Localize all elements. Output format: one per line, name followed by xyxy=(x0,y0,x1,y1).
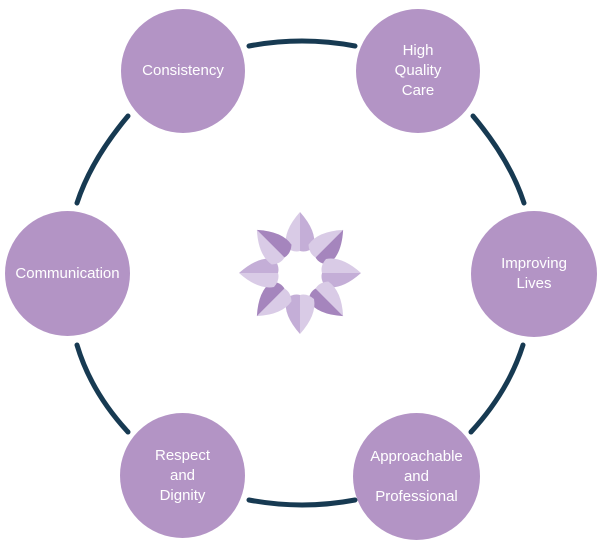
flower-petal xyxy=(321,258,361,288)
flower-petal xyxy=(308,229,344,265)
connector-top-right xyxy=(470,113,527,206)
connector-top xyxy=(246,38,358,49)
node-approachable-professional: Approachable and Professional xyxy=(353,413,480,540)
node-consistency-label: Consistency xyxy=(142,62,224,79)
node-approachable-professional-label: Approachable and Professional xyxy=(370,447,463,505)
node-high-quality-care: High Quality Care xyxy=(356,9,480,133)
flower-petal xyxy=(308,281,344,317)
connector-bottom xyxy=(246,497,358,508)
flower-petal xyxy=(239,258,279,288)
flower-petal xyxy=(285,294,315,334)
node-communication-label: Communication xyxy=(15,264,120,282)
flower-petal xyxy=(256,281,292,317)
node-respect-dignity: Respect and Dignity xyxy=(120,413,245,538)
connector-bottom-left xyxy=(74,342,131,435)
flower-petal xyxy=(256,229,292,265)
node-communication: Communication xyxy=(5,211,130,336)
node-consistency: Consistency xyxy=(121,9,245,133)
connector-bottom-right xyxy=(468,342,526,435)
node-high-quality-care-label: High Quality Care xyxy=(394,42,442,99)
flower-logo-icon xyxy=(239,212,361,334)
node-improving-lives: Improving Lives xyxy=(471,211,597,337)
connector-top-left xyxy=(74,113,131,206)
node-respect-dignity-label: Respect and Dignity xyxy=(154,446,211,504)
node-improving-lives-label: Improving Lives xyxy=(501,255,567,292)
flower-petal xyxy=(285,212,315,252)
